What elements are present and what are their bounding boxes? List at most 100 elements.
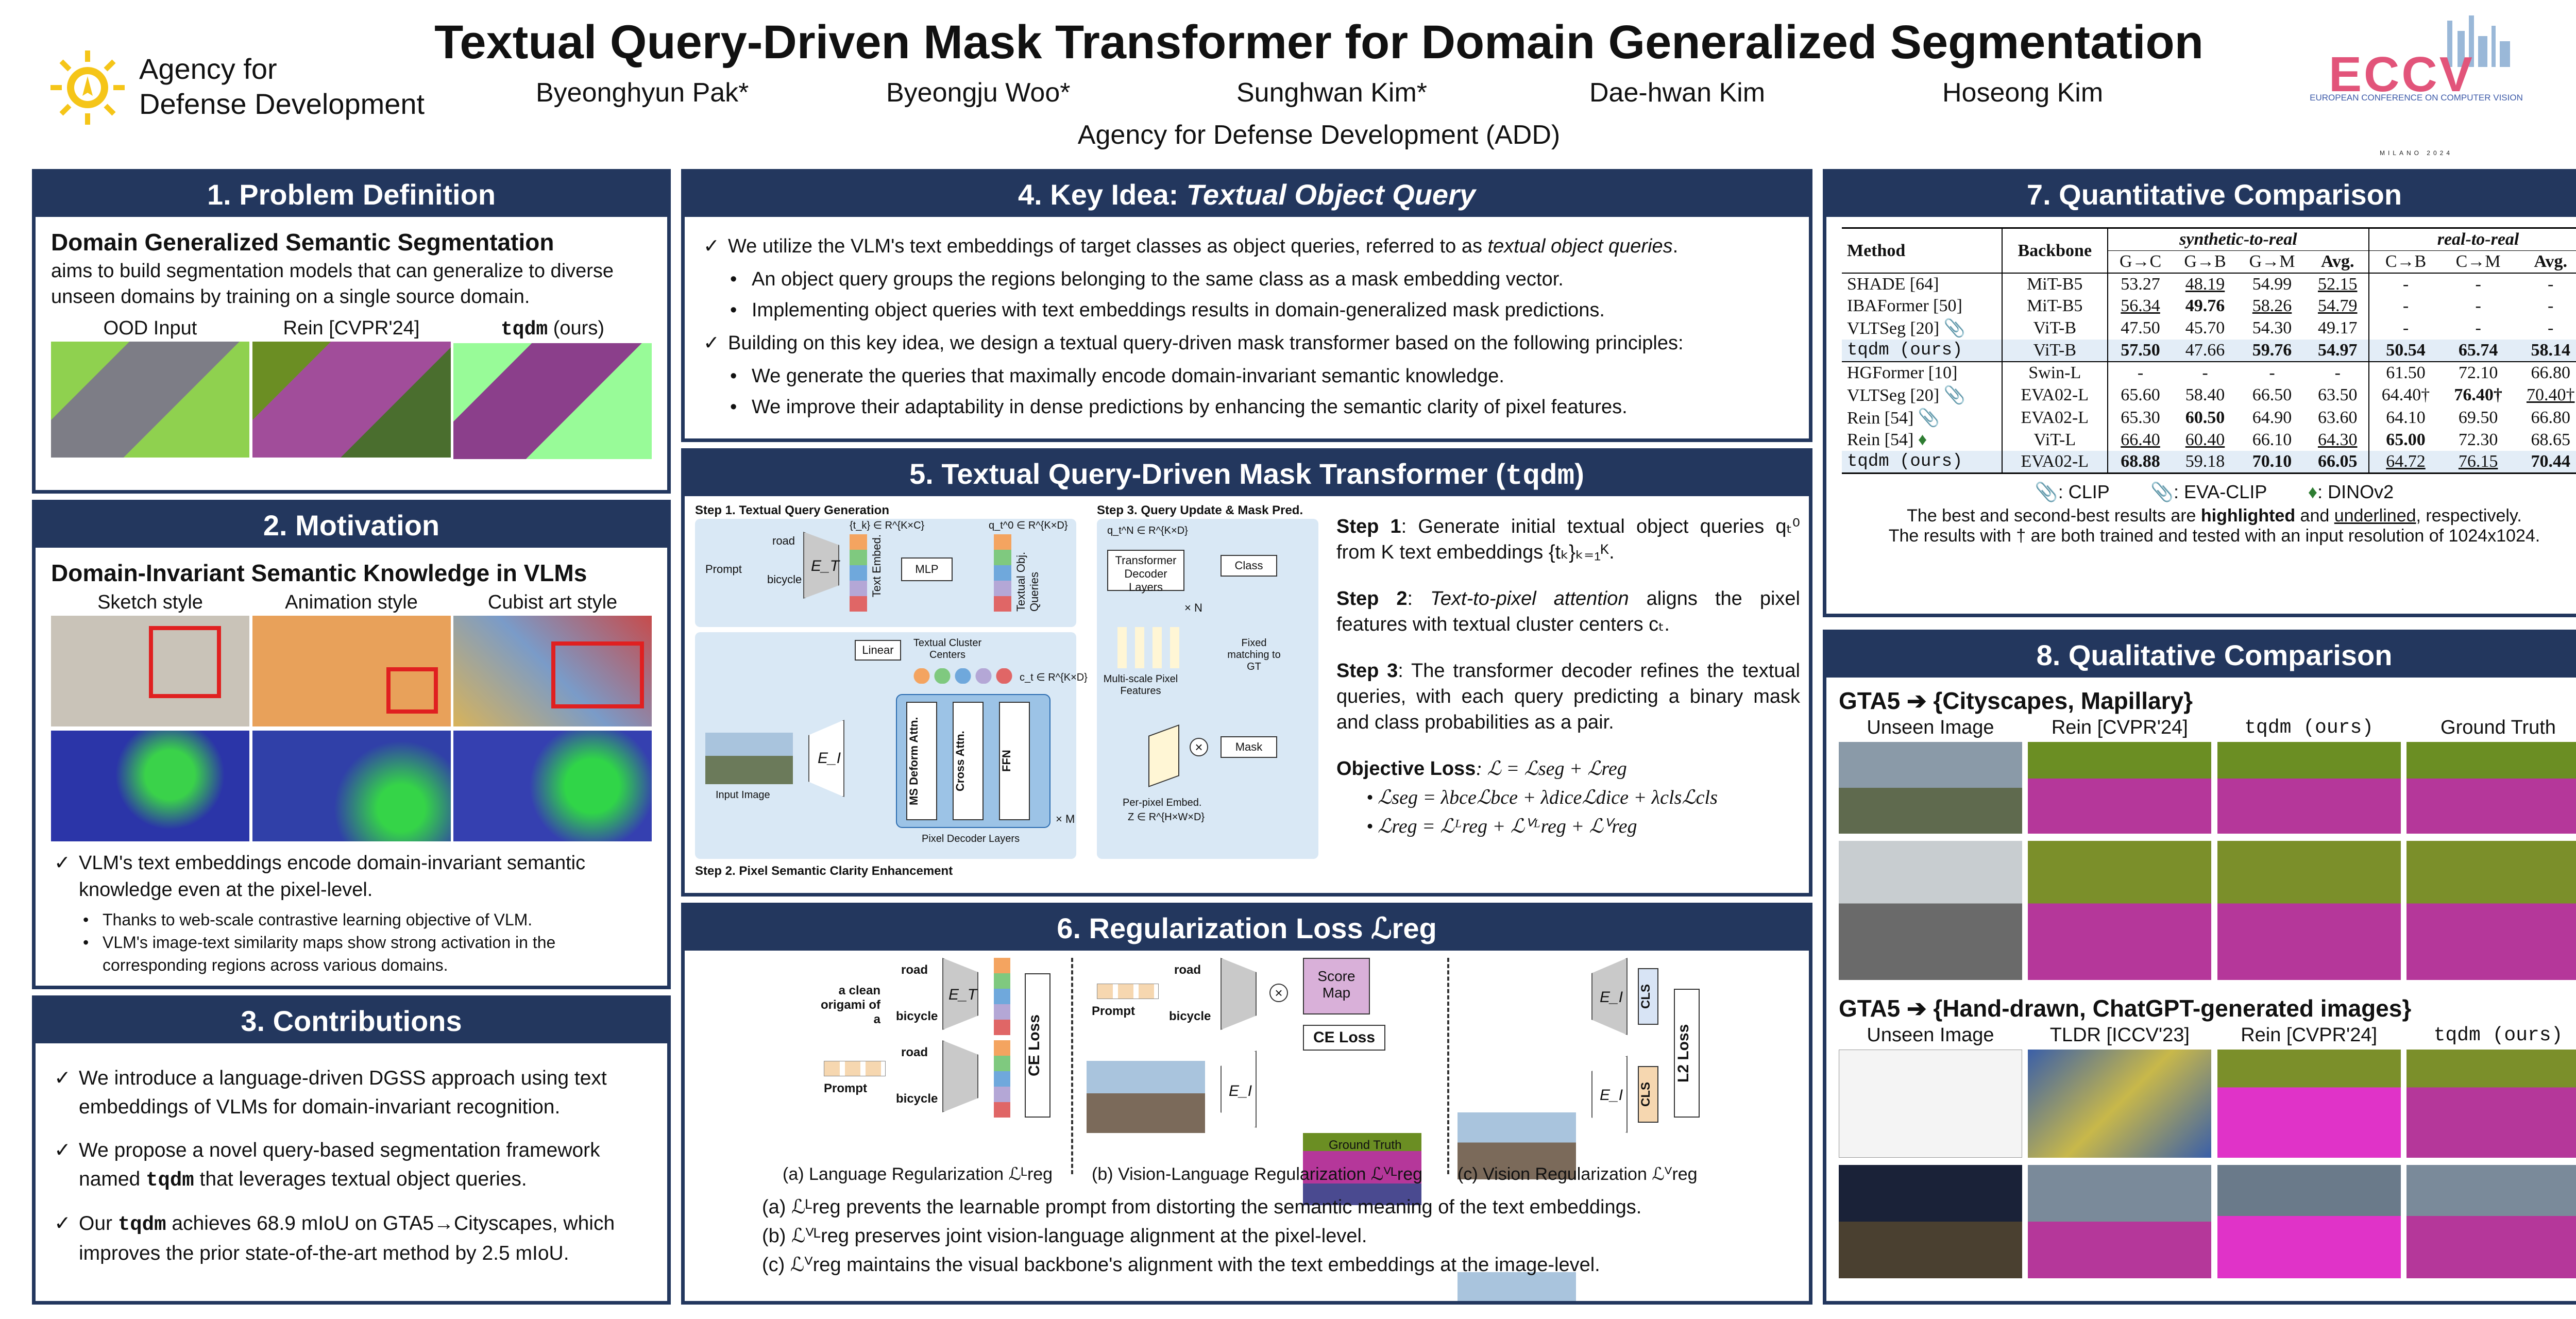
linear-box: Linear (855, 640, 901, 661)
table-note-2: The results with † are both trained and … (1888, 526, 2540, 546)
prompt-label: Prompt (1092, 1004, 1135, 1018)
text-encoder-label: E_T (948, 986, 977, 1003)
input-image-label: Input Image (716, 789, 770, 801)
method-name: tqdm (146, 1169, 194, 1192)
cluster-centers (911, 668, 1014, 684)
text-embed-label: Text Embed. (870, 534, 883, 598)
cell-value: 72.10 (2458, 363, 2498, 382)
col-method: Method (1842, 228, 2003, 273)
panel-contributions: 3. Contributions We introduce a language… (32, 995, 671, 1305)
divider (1071, 958, 1073, 1174)
cell-value: 48.19 (2185, 275, 2225, 294)
cell-value: 45.70 (2185, 318, 2225, 337)
ours-output (2217, 841, 2401, 980)
col-cm: C→M (2455, 252, 2501, 271)
cell-value: - (2475, 275, 2481, 294)
tldr-output (2028, 1165, 2212, 1278)
affiliation: Agency for Defense Development (ADD) (1077, 120, 1561, 150)
cell-value: 54.79 (2307, 295, 2370, 317)
cell-value: 49.17 (2307, 317, 2370, 340)
updated-query-dim: q_t^N ∈ R^{K×D} (1107, 525, 1188, 536)
step-text: aligns the pixel features with textual c… (1336, 588, 1800, 635)
contribution-3: Our tqdm achieves 68.9 mIoU on GTA5→City… (51, 1209, 652, 1268)
caption: tqdm (ours) (453, 315, 652, 343)
input-image-b (1087, 1061, 1205, 1133)
cell-value: 58.14 (2531, 341, 2570, 360)
agency-line1: Agency for (139, 53, 277, 85)
label: tqdm (ours) (2433, 1024, 2563, 1046)
section-heading: Domain Generalized Semantic Segmentation (51, 229, 554, 256)
repeat-n: × N (1184, 601, 1202, 614)
cell-backbone: EVA02-L (2002, 384, 2108, 407)
text: We utilize the VLM's text embeddings of … (728, 235, 1488, 257)
centers-dim: c_t ∈ R^{K×D} (1020, 672, 1088, 683)
rein-output (2028, 742, 2212, 834)
cell-value: 47.50 (2121, 318, 2160, 337)
ours-output (2406, 1165, 2576, 1278)
rein-output (252, 342, 451, 458)
cell-backbone: Swin-L (2002, 362, 2108, 384)
qual-row-3 (1839, 1050, 2576, 1158)
animation-similarity-map (252, 731, 451, 841)
cell-value: 72.30 (2458, 430, 2498, 449)
hand-drawn-image (1839, 1050, 2022, 1158)
text: The best and second-best results are (1907, 506, 2201, 526)
rein-output (2217, 1050, 2401, 1158)
fixed-matching-label: Fixed matching to GT (1227, 637, 1281, 672)
cell-value: 47.66 (2185, 341, 2225, 360)
caption: OOD Input (103, 317, 197, 339)
cell-value: 76.15 (2458, 452, 2498, 471)
cell-value: 63.60 (2307, 407, 2370, 429)
col-gc: G→C (2119, 252, 2162, 271)
panel-method: 5. Textual Query-Driven Mask Transformer… (681, 448, 1812, 897)
step-3-text: Step 3: The transformer decoder refines … (1336, 658, 1800, 735)
label: Rein [CVPR'24] (2241, 1024, 2378, 1046)
step-label: Step 2 (1336, 588, 1408, 610)
cell-value: 49.76 (2185, 296, 2225, 315)
qual-row-1 (1839, 742, 2576, 834)
objective-formula: : ℒ = ℒseg + ℒreg (1476, 758, 1627, 780)
panel-title: 3. Contributions (36, 999, 667, 1043)
section-heading: Domain-Invariant Semantic Knowledge in V… (51, 560, 587, 586)
agency-name: Agency for Defense Development (139, 52, 425, 122)
contribution-1: We introduce a language-driven DGSS appr… (51, 1064, 652, 1122)
ood-image (51, 342, 249, 458)
caption-b: (b) Vision-Language Regularization ℒⱽᴸre… (1092, 1164, 1423, 1184)
cell-value: - (2475, 296, 2481, 315)
cell-method: IBAFormer [50] (1842, 295, 2003, 317)
method-name: tqdm (1505, 460, 1575, 493)
unseen-image (1839, 841, 2022, 980)
col-backbone: Backbone (2002, 228, 2108, 273)
style-cubist: Cubist art style (453, 589, 652, 841)
step-text: : Generate initial textual object querie… (1336, 516, 1800, 563)
repeat-m: × M (1056, 813, 1075, 825)
qual-heading-2: GTA5 ➔ {Hand-drawn, ChatGPT-generated im… (1839, 995, 2412, 1022)
cell-value: 59.76 (2252, 341, 2292, 360)
motivation-point: VLM's text embeddings encode domain-inva… (51, 850, 652, 903)
divider (1447, 958, 1449, 1174)
embed-stack-learned (994, 1040, 1010, 1118)
label: Rein [CVPR'24] (2051, 717, 2188, 738)
step-text: : The transformer decoder refines the te… (1336, 660, 1800, 733)
explanation-a: (a) ℒᴸreg prevents the learnable prompt … (762, 1196, 1642, 1218)
caption: Rein [CVPR'24] (283, 317, 420, 339)
agency-line2: Defense Development (139, 88, 425, 120)
backbone-icon: 📎 (1913, 409, 1940, 428)
cell-value: 65.00 (2386, 430, 2426, 449)
eccv-wordmark: ECCV (2329, 47, 2475, 102)
image-encoder-frozen (1591, 958, 1628, 1035)
text: . (1672, 235, 1679, 257)
per-pixel-dim: Z ∈ R^{H×W×D} (1128, 811, 1205, 823)
key-idea-1-bullet-2: Implementing object queries with text em… (700, 296, 1793, 324)
ground-truth-map (1303, 1133, 1421, 1205)
sketch-similarity-map (51, 731, 249, 841)
cell-value: - (2548, 275, 2554, 294)
cell-method: VLTSeg [20] 📎 (1842, 317, 2003, 340)
unseen-image (1839, 742, 2022, 834)
bicycle-label: bicycle (896, 1009, 938, 1023)
qual-row-2 (1839, 841, 2576, 980)
